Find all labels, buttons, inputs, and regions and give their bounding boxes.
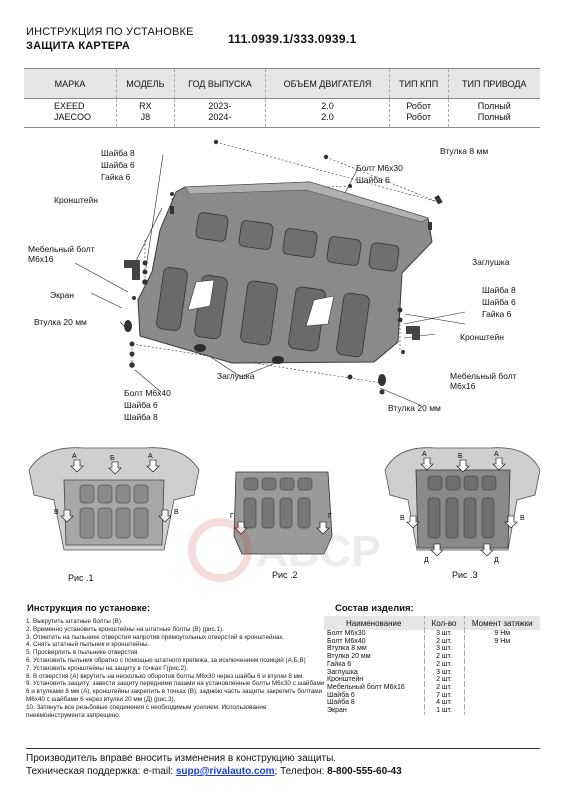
col-torque: Момент затяжки: [464, 616, 540, 630]
list-item: 7. Установить кронштейны на защиту в точ…: [26, 664, 188, 672]
vehicle-spec-table: МАРКА МОДЕЛЬ ГОД ВЫПУСКА ОБЪЕМ ДВИГАТЕЛЯ…: [24, 68, 540, 128]
col-year: ГОД ВЫПУСКА: [174, 68, 267, 99]
product-code: 111.0939.1/333.0939.1: [228, 32, 357, 46]
col-engine: ОБЪЕМ ДВИГАТЕЛЯ: [265, 68, 390, 99]
svg-text:ABCP: ABCP: [256, 527, 380, 576]
list-item: 8. В отверстия (А) вкрутить на несколько…: [26, 672, 305, 680]
support-email-link[interactable]: supp@rivalauto.com: [175, 766, 275, 777]
footer-support: Техническая поддержка: e-mail: supp@riva…: [26, 766, 402, 777]
figure-3-caption: Рис .3: [452, 570, 478, 580]
instructions-list: 1. Выкрутить штатные болты (В). 2. Време…: [26, 618, 326, 719]
point-v4: В: [520, 515, 525, 522]
list-item: 4. Снять штатный пыльник и кронштейны.: [26, 641, 150, 649]
kit-contents-title: Состав изделия:: [335, 603, 414, 614]
point-g1: Г: [230, 513, 234, 520]
support-phone: 8-800-555-60-43: [327, 766, 402, 777]
list-item: 3. Отметить на пыльнике отверстия напрот…: [26, 633, 285, 641]
list-item: 6. Установить пыльник обратно с помощью …: [26, 656, 306, 664]
list-item: 9. Установить защиту: завести защиту пер…: [26, 680, 325, 703]
label-shaiba-6-top: Шайба 6: [101, 160, 135, 170]
list-item: 10. Затянуть все резьбовые соединения с …: [26, 703, 267, 719]
label-shaiba-8-right: Шайба 8: [482, 285, 516, 295]
col-drive: ТИП ПРИВОДА: [448, 68, 540, 99]
col-gearbox: ТИП КПП: [389, 68, 449, 99]
point-d1: Д: [424, 557, 429, 564]
label-vtulka-8: Втулка 8 мм: [440, 146, 489, 156]
label-vtulka-20-right: Втулка 20 мм: [388, 403, 441, 413]
point-g2: Г: [328, 513, 332, 520]
list-item: 1. Выкрутить штатные болты (В).: [26, 618, 123, 625]
label-shaiba-6-bolt: Шайба 6: [356, 175, 390, 185]
point-a3: А: [422, 451, 427, 458]
skid-plate-drawing: [74, 139, 466, 406]
abcp-watermark-logo: ABCP: [188, 518, 380, 582]
title-line-1: ИНСТРУКЦИЯ ПО УСТАНОВКЕ: [26, 26, 194, 38]
col-model: МОДЕЛЬ: [116, 68, 175, 99]
label-shaiba-8-bottom: Шайба 8: [124, 412, 158, 422]
point-v1: В: [54, 509, 59, 516]
figure-3: А Б А В В Д Д: [380, 440, 545, 570]
point-a4: А: [494, 451, 499, 458]
title-line-2: ЗАЩИТА КАРТЕРА: [26, 40, 130, 52]
label-shaiba-6-right: Шайба 6: [482, 297, 516, 307]
point-a1: А: [72, 453, 77, 460]
label-gaika-6-right: Гайка 6: [482, 309, 512, 319]
figure-1-caption: Рис .1: [68, 573, 94, 583]
col-name: Наименование: [324, 616, 425, 630]
point-a2: А: [148, 453, 153, 460]
col-brand: МАРКА: [24, 68, 118, 99]
phone-label: ; Телефон:: [274, 766, 328, 777]
document-title: ИНСТРУКЦИЯ ПО УСТАНОВКЕ ЗАЩИТА КАРТЕРА: [26, 25, 194, 53]
list-item: 5. Просверлить в пыльнике отверстия: [26, 649, 138, 657]
label-shaiba-6-bottom: Шайба 6: [124, 400, 158, 410]
label-ekran: Экран: [50, 290, 74, 300]
instructions-title: Инструкция по установке:: [27, 603, 151, 614]
label-kronshtein-right: Кронштейн: [460, 332, 504, 342]
support-label: Техническая поддержка: e-mail:: [26, 766, 176, 777]
point-b3: Б: [458, 453, 463, 460]
col-qty: Кол-во: [424, 616, 465, 630]
label-bolt-m6x40: Болт М6х40: [124, 388, 171, 398]
kit-contents-table: Наименование Кол-во Момент затяжки Болт …: [324, 616, 540, 715]
label-kronshtein-left: Кронштейн: [54, 195, 98, 205]
figure-2: Г Г: [228, 466, 338, 566]
figure-1: А Б А В В: [24, 440, 204, 570]
label-gaika-6-top: Гайка 6: [101, 172, 131, 182]
point-b1: Б: [110, 455, 115, 462]
footer-divider: [26, 748, 540, 749]
label-shaiba-8-top: Шайба 8: [101, 148, 135, 158]
point-d2: Д: [494, 557, 499, 564]
label-zaglushka-right: Заглушка: [472, 257, 510, 267]
label-zaglushka-bottom: Заглушка: [217, 371, 255, 381]
point-v2: В: [174, 509, 179, 516]
label-bolt-m6x30: Болт М6х30: [356, 163, 403, 173]
figure-2-caption: Рис .2: [272, 570, 298, 580]
label-vtulka-20-left: Втулка 20 мм: [34, 317, 87, 327]
cell-year: 2023-2024-: [174, 98, 267, 128]
footer-disclaimer: Производитель вправе вносить изменения в…: [26, 753, 337, 764]
exploded-diagram: Втулка 8 мм Шайба 8 Шайба 6 Гайка 6 Болт…: [0, 130, 565, 430]
point-v3: В: [400, 515, 405, 522]
list-item: 2. Временно установить кронштейны на шта…: [26, 625, 224, 633]
